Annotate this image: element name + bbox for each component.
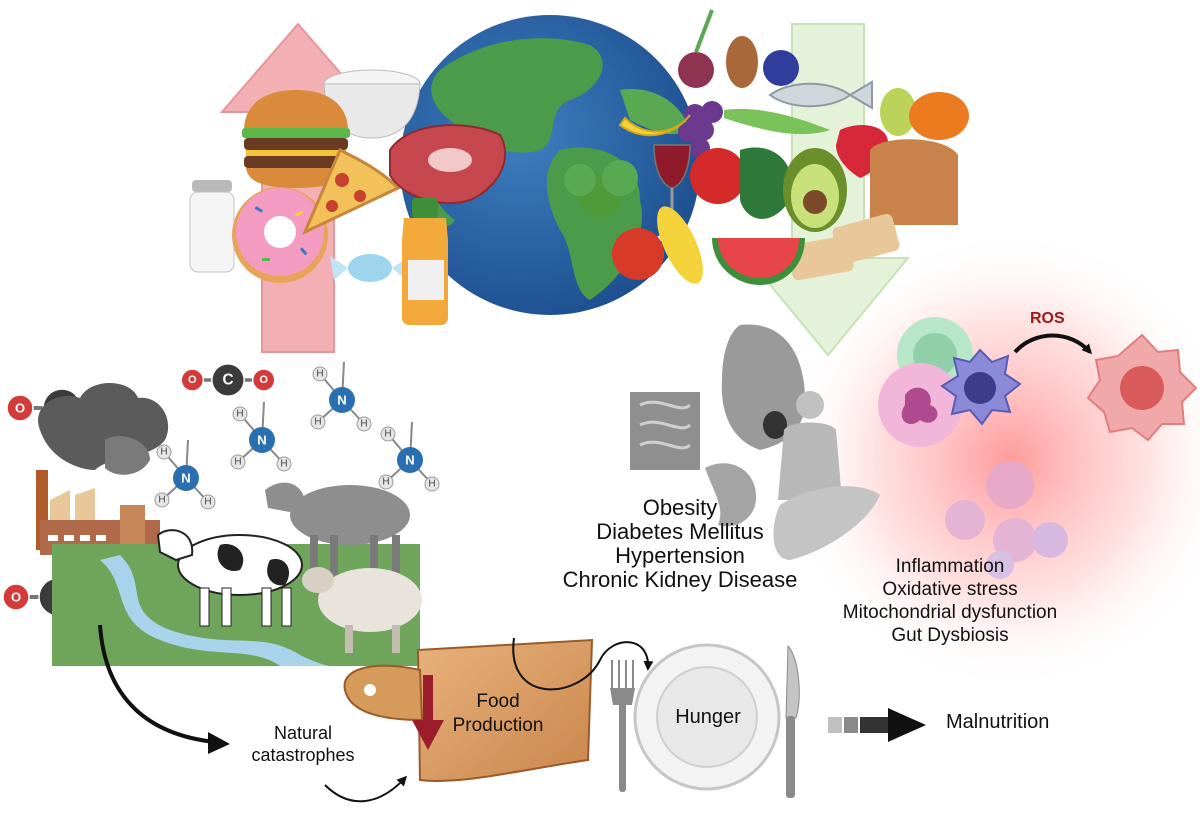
atom-label: H bbox=[234, 457, 241, 468]
donut-icon bbox=[232, 187, 328, 283]
atom-label: O bbox=[11, 590, 21, 605]
grapes-icon bbox=[678, 101, 723, 158]
atom-label: N bbox=[181, 471, 190, 486]
juice-bottle-icon bbox=[402, 198, 448, 325]
person-obese-icon bbox=[778, 391, 842, 500]
intestine-icon bbox=[630, 392, 700, 470]
heart-icon bbox=[721, 324, 805, 450]
almond-icon bbox=[726, 36, 758, 88]
atom-label: H bbox=[314, 417, 321, 428]
apple-icon bbox=[690, 148, 746, 204]
atom-label: H bbox=[316, 369, 323, 380]
cellular-effects-list: Inflammation Oxidative stress Mitochondr… bbox=[770, 555, 1130, 647]
tomato-icon bbox=[612, 228, 664, 280]
corn-icon bbox=[657, 206, 703, 284]
natural-catastrophes-line-1: Natural bbox=[273, 723, 333, 743]
cutting-board-icon bbox=[343, 638, 594, 782]
atom-label: H bbox=[382, 477, 389, 488]
pear-icon bbox=[880, 88, 916, 136]
disease-diabetes: Diabetes Mellitus bbox=[596, 519, 764, 544]
effect-gut-dysbiosis: Gut Dysbiosis bbox=[891, 625, 1009, 646]
fish-icon bbox=[768, 80, 873, 110]
food-production-line-1: Food bbox=[476, 691, 520, 712]
ammonia-molecule-icon: N H H H bbox=[378, 421, 440, 492]
pizza-icon bbox=[302, 147, 401, 236]
watermelon-icon bbox=[712, 238, 805, 285]
effect-mitochondrial: Mitochondrial dysfunction bbox=[842, 602, 1058, 623]
plate-icon bbox=[633, 643, 781, 791]
steak-icon bbox=[389, 124, 507, 205]
food-production-line-2: Production bbox=[452, 715, 544, 736]
natural-catastrophes-line-2: catastrophes bbox=[251, 745, 355, 765]
atom-label: N bbox=[257, 433, 266, 448]
production-decrease-arrow bbox=[412, 675, 444, 750]
sheep-icon bbox=[302, 567, 422, 653]
atom-label: O bbox=[259, 374, 268, 386]
blueberry-icon bbox=[763, 50, 799, 86]
ammonia-molecule-icon: N H H H bbox=[230, 401, 292, 472]
cow-spotted-icon bbox=[156, 529, 303, 627]
natural-catastrophes-label: Natural catastrophes bbox=[228, 722, 378, 766]
activated-immune-cell-icon bbox=[940, 348, 1022, 426]
atom-label: H bbox=[360, 419, 367, 430]
hunger-label: Hunger bbox=[675, 706, 741, 728]
kidney-icon bbox=[705, 463, 757, 527]
onion-icon bbox=[678, 9, 714, 88]
inflammation-glow bbox=[780, 230, 1200, 690]
pumpkin-icon bbox=[909, 92, 969, 140]
broccoli-icon bbox=[564, 160, 638, 217]
bread-icon bbox=[788, 139, 958, 281]
pea-pod-icon bbox=[724, 108, 830, 135]
candy-icon bbox=[330, 254, 410, 282]
atom-label: N bbox=[337, 393, 346, 408]
banana-icon bbox=[618, 114, 691, 137]
malnutrition-label: Malnutrition bbox=[946, 711, 1050, 733]
leafy-greens-icon bbox=[740, 147, 792, 219]
atom-label: H bbox=[160, 447, 167, 458]
atom-label: O bbox=[188, 374, 197, 386]
atom-label: H bbox=[280, 459, 287, 470]
catastrophes-to-board-arrow bbox=[324, 775, 408, 803]
effect-oxidative-stress: Oxidative stress bbox=[882, 579, 1018, 600]
pancreas-icon bbox=[773, 486, 880, 560]
atom-label: H bbox=[236, 409, 243, 420]
burger-icon bbox=[242, 90, 350, 188]
malnutrition-arrow bbox=[828, 708, 926, 742]
atom-label: N bbox=[405, 453, 414, 468]
effect-inflammation: Inflammation bbox=[895, 556, 1005, 577]
avocado-icon bbox=[783, 148, 847, 232]
cow-gray-icon bbox=[265, 482, 410, 575]
factory-to-catastrophes-arrow bbox=[98, 624, 230, 754]
atom-label: H bbox=[384, 429, 391, 440]
food-production-label: Food Production bbox=[432, 690, 564, 738]
damaged-cell-icon bbox=[1086, 333, 1198, 442]
disease-list: Obesity Diabetes Mellitus Hypertension C… bbox=[520, 496, 840, 592]
disease-obesity: Obesity bbox=[642, 495, 718, 520]
disease-hypertension: Hypertension bbox=[615, 543, 745, 568]
factory-icon bbox=[36, 383, 169, 555]
fork-icon bbox=[610, 660, 635, 792]
affected-organs bbox=[630, 324, 880, 560]
unhealthy-foods bbox=[189, 69, 507, 325]
ros-label: ROS bbox=[1030, 310, 1065, 327]
ros-arrow bbox=[1013, 333, 1093, 355]
atom-label: H bbox=[204, 497, 211, 508]
production-to-hunger-arrow bbox=[512, 637, 654, 691]
atom-label: H bbox=[158, 495, 165, 506]
atom-label: O bbox=[15, 401, 25, 416]
ammonia-molecule-icon: N H H H bbox=[154, 439, 216, 510]
salt-shaker-icon bbox=[189, 180, 235, 273]
livestock bbox=[156, 482, 422, 653]
immune-cells bbox=[878, 317, 1068, 579]
ammonia-molecule-icon: N H H H bbox=[310, 361, 372, 432]
disease-ckd: Chronic Kidney Disease bbox=[562, 567, 798, 592]
atom-label: H bbox=[428, 479, 435, 490]
healthy-foods bbox=[564, 9, 969, 285]
atom-label: C bbox=[222, 372, 233, 389]
knife-icon bbox=[785, 644, 800, 798]
